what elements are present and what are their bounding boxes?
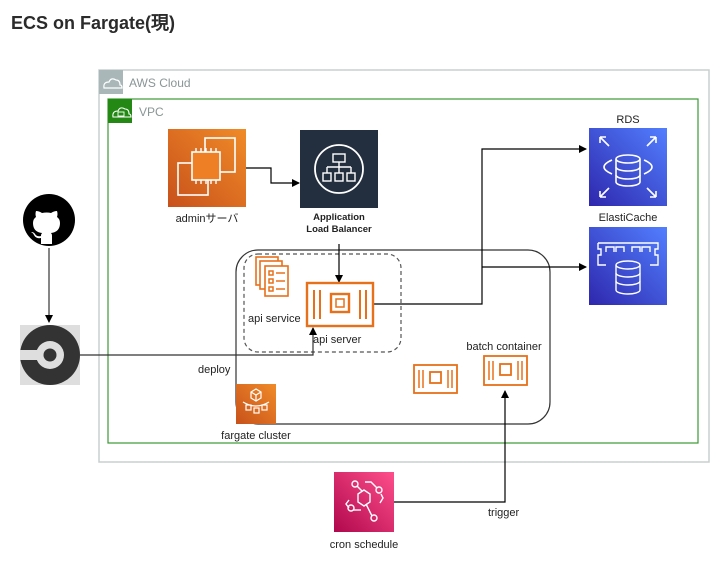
rds-icon <box>589 128 667 206</box>
edge-api-to-rds <box>374 145 587 305</box>
cron-schedule-node[interactable]: cron schedule <box>330 472 399 551</box>
edge-admin-to-alb <box>246 167 300 187</box>
aws-cloud-label: AWS Cloud <box>129 76 191 90</box>
fargate-cluster-icon <box>236 384 276 424</box>
vpc-group: VPC <box>107 98 699 444</box>
github-icon <box>23 194 75 246</box>
container-icon <box>413 364 458 394</box>
batch-container-label: batch container <box>466 341 542 353</box>
elasticache-label: ElastiCache <box>599 212 658 224</box>
service-list-icon <box>268 270 285 292</box>
container-icon <box>305 281 375 328</box>
eventbridge-icon <box>334 472 394 532</box>
api-service-label: api service <box>248 313 301 325</box>
edges <box>45 145 587 503</box>
fargate-cluster-label: fargate cluster <box>221 430 291 442</box>
aws-cloud-group: AWS Cloud <box>98 69 710 463</box>
vpc-label: VPC <box>139 105 164 119</box>
trigger-label: trigger <box>488 507 520 519</box>
elasticache-node[interactable]: ElastiCache <box>589 212 667 305</box>
edge-deploy <box>80 327 317 356</box>
page-title: ECS on Fargate(現) <box>11 13 176 33</box>
alb-label-line1: Application <box>313 212 365 223</box>
api-service-group <box>243 253 402 353</box>
idle-container-node[interactable] <box>413 364 458 394</box>
batch-container-node[interactable]: batch container <box>466 341 542 386</box>
github-node[interactable] <box>23 194 75 246</box>
fargate-cluster-boundary <box>235 249 551 425</box>
alb-label-line2: Load Balancer <box>306 224 372 235</box>
container-icon <box>483 355 528 386</box>
api-server-label: api server <box>313 334 362 346</box>
cron-schedule-label: cron schedule <box>330 539 399 551</box>
rds-node[interactable]: RDS <box>589 114 667 206</box>
admin-server-label: adminサーバ <box>176 212 239 225</box>
circleci-node[interactable] <box>20 325 80 385</box>
edge-trigger <box>394 390 509 503</box>
admin-server-node[interactable]: adminサーバ <box>168 129 246 225</box>
elasticache-icon <box>589 227 667 305</box>
fargate-cluster-node[interactable]: fargate cluster <box>221 384 291 442</box>
rds-label: RDS <box>616 114 639 126</box>
api-server-node[interactable]: api server <box>305 281 375 346</box>
api-service-node[interactable]: api service <box>248 256 301 325</box>
deploy-label: deploy <box>198 364 231 376</box>
alb-node[interactable]: Application Load Balancer <box>300 130 378 235</box>
